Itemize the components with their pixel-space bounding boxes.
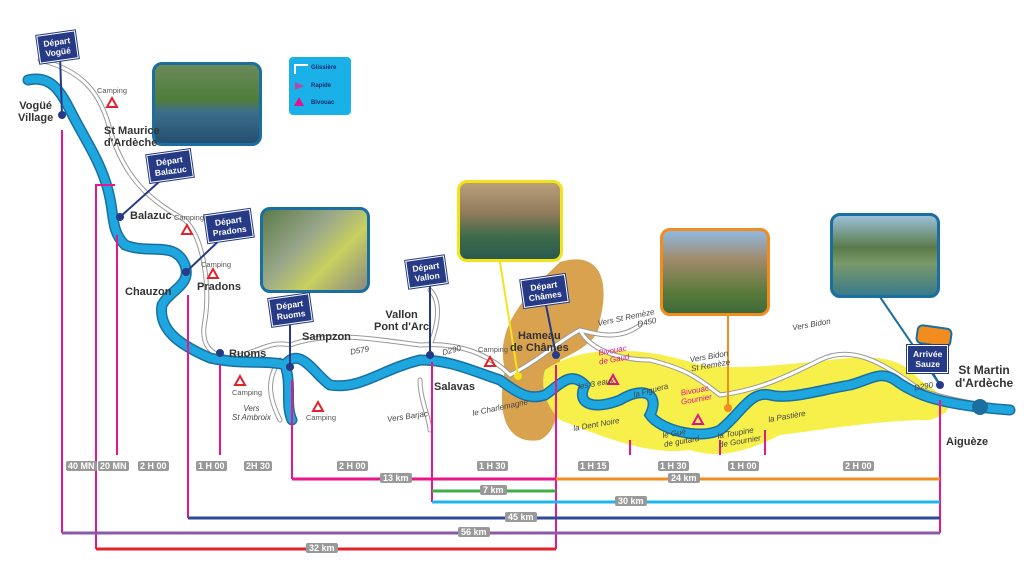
distance-label-13km: 13 km <box>380 473 412 483</box>
distance-label-32km: 32 km <box>306 543 338 553</box>
town-salavas: Salavas <box>434 381 475 393</box>
camping-label: Camping <box>97 86 128 95</box>
bivouac-tents <box>606 372 705 425</box>
camping-tents <box>105 95 497 412</box>
end-point-dot <box>972 399 988 415</box>
town-st-maurice: St Maurice d'Ardèche <box>104 125 160 149</box>
distance-label-24km: 24 km <box>668 473 700 483</box>
town-st-martin: St Martin d'Ardèche <box>955 363 1014 390</box>
camping-label: Camping <box>201 260 232 269</box>
time-label: 2 H 00 <box>843 461 874 471</box>
photo-gorges <box>660 228 770 316</box>
camping-label: Camping <box>478 345 509 354</box>
photo-pradons-slide <box>260 207 370 293</box>
time-label: 1 H 30 <box>477 461 508 471</box>
time-label: 2 H 00 <box>337 461 368 471</box>
stage-markers <box>61 130 941 549</box>
town-balazuc: Balazuc <box>130 210 172 222</box>
time-label: 40 MN <box>66 461 97 471</box>
legend: Glissière Rapide Bivouac <box>289 57 351 115</box>
town-dots <box>58 111 944 389</box>
time-label: 1 H 00 <box>728 461 759 471</box>
depart-vallon-flag: Départ Vallon <box>405 255 448 289</box>
time-label: 20 MN <box>98 461 129 471</box>
depart-ruoms-flag: Départ Ruoms <box>268 293 313 327</box>
town-vogue: Vogüé Village <box>18 100 54 124</box>
camping-label: Camping <box>306 413 337 422</box>
town-vallon: Vallon Pont d'Arc <box>374 309 430 333</box>
town-sampzon: Sampzon <box>302 331 351 343</box>
town-chauzon: Chauzon <box>125 286 172 298</box>
photo-pont-arc <box>457 180 563 262</box>
time-label: 1 H 15 <box>578 461 609 471</box>
rapid-arrow-icon <box>295 82 304 90</box>
time-label: 2 H 00 <box>138 461 169 471</box>
camping-label: Camping <box>174 213 205 222</box>
photo-st-martin <box>830 213 940 298</box>
time-label: 1 H 30 <box>658 461 689 471</box>
time-label: 2H 30 <box>244 461 273 471</box>
legend-rapid: Rapide <box>311 83 332 89</box>
distance-label-45km: 45 km <box>505 512 537 522</box>
town-chames: Hameau de Châmes <box>510 330 569 354</box>
distance-label-7km: 7 km <box>480 485 507 495</box>
depart-vogue-flag: Départ Vogüé <box>36 30 79 64</box>
distance-label-30km: 30 km <box>615 496 647 506</box>
town-ruoms: Ruoms <box>229 348 267 360</box>
road-vers-st-ambroix: Vers St Ambroix <box>232 404 271 422</box>
slide-icon <box>294 64 308 74</box>
town-aigueze: Aiguèze <box>946 436 989 448</box>
legend-bivouac: Bivouac <box>311 100 335 106</box>
arrivee-sauze-flag: Arrivée Sauze <box>907 345 949 373</box>
time-label: 1 H 00 <box>196 461 227 471</box>
town-pradons: Pradons <box>197 281 242 293</box>
camping-label: Camping <box>232 388 263 397</box>
legend-slide: Glissière <box>311 65 337 71</box>
distance-label-56km: 56 km <box>458 527 490 537</box>
photo-balazuc <box>152 62 262 146</box>
bivouac-tent-icon <box>294 97 304 106</box>
